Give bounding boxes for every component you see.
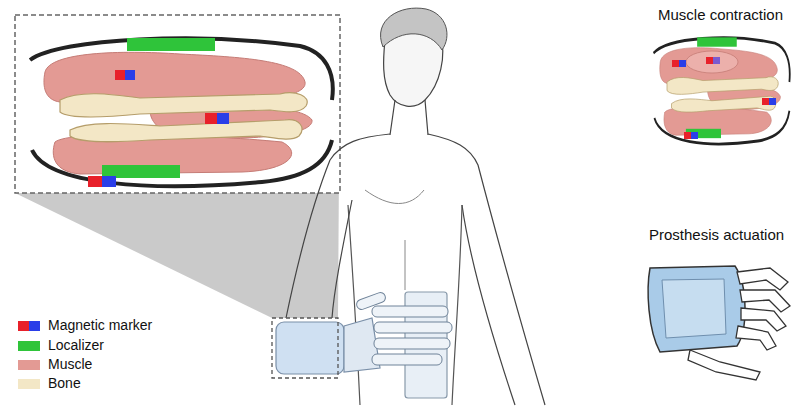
panel-label: Prosthesis actuation bbox=[649, 226, 784, 243]
legend-text: Localizer bbox=[48, 337, 104, 353]
legend-swatch bbox=[18, 360, 40, 370]
legend-text: Magnetic marker bbox=[48, 317, 152, 333]
panel-label: Muscle contraction bbox=[658, 6, 783, 23]
legend-text: Bone bbox=[48, 375, 81, 391]
marker-swatch bbox=[18, 321, 40, 331]
legend-swatch bbox=[18, 379, 40, 389]
legend-text: Muscle bbox=[48, 356, 92, 372]
legend-swatch bbox=[18, 341, 40, 351]
